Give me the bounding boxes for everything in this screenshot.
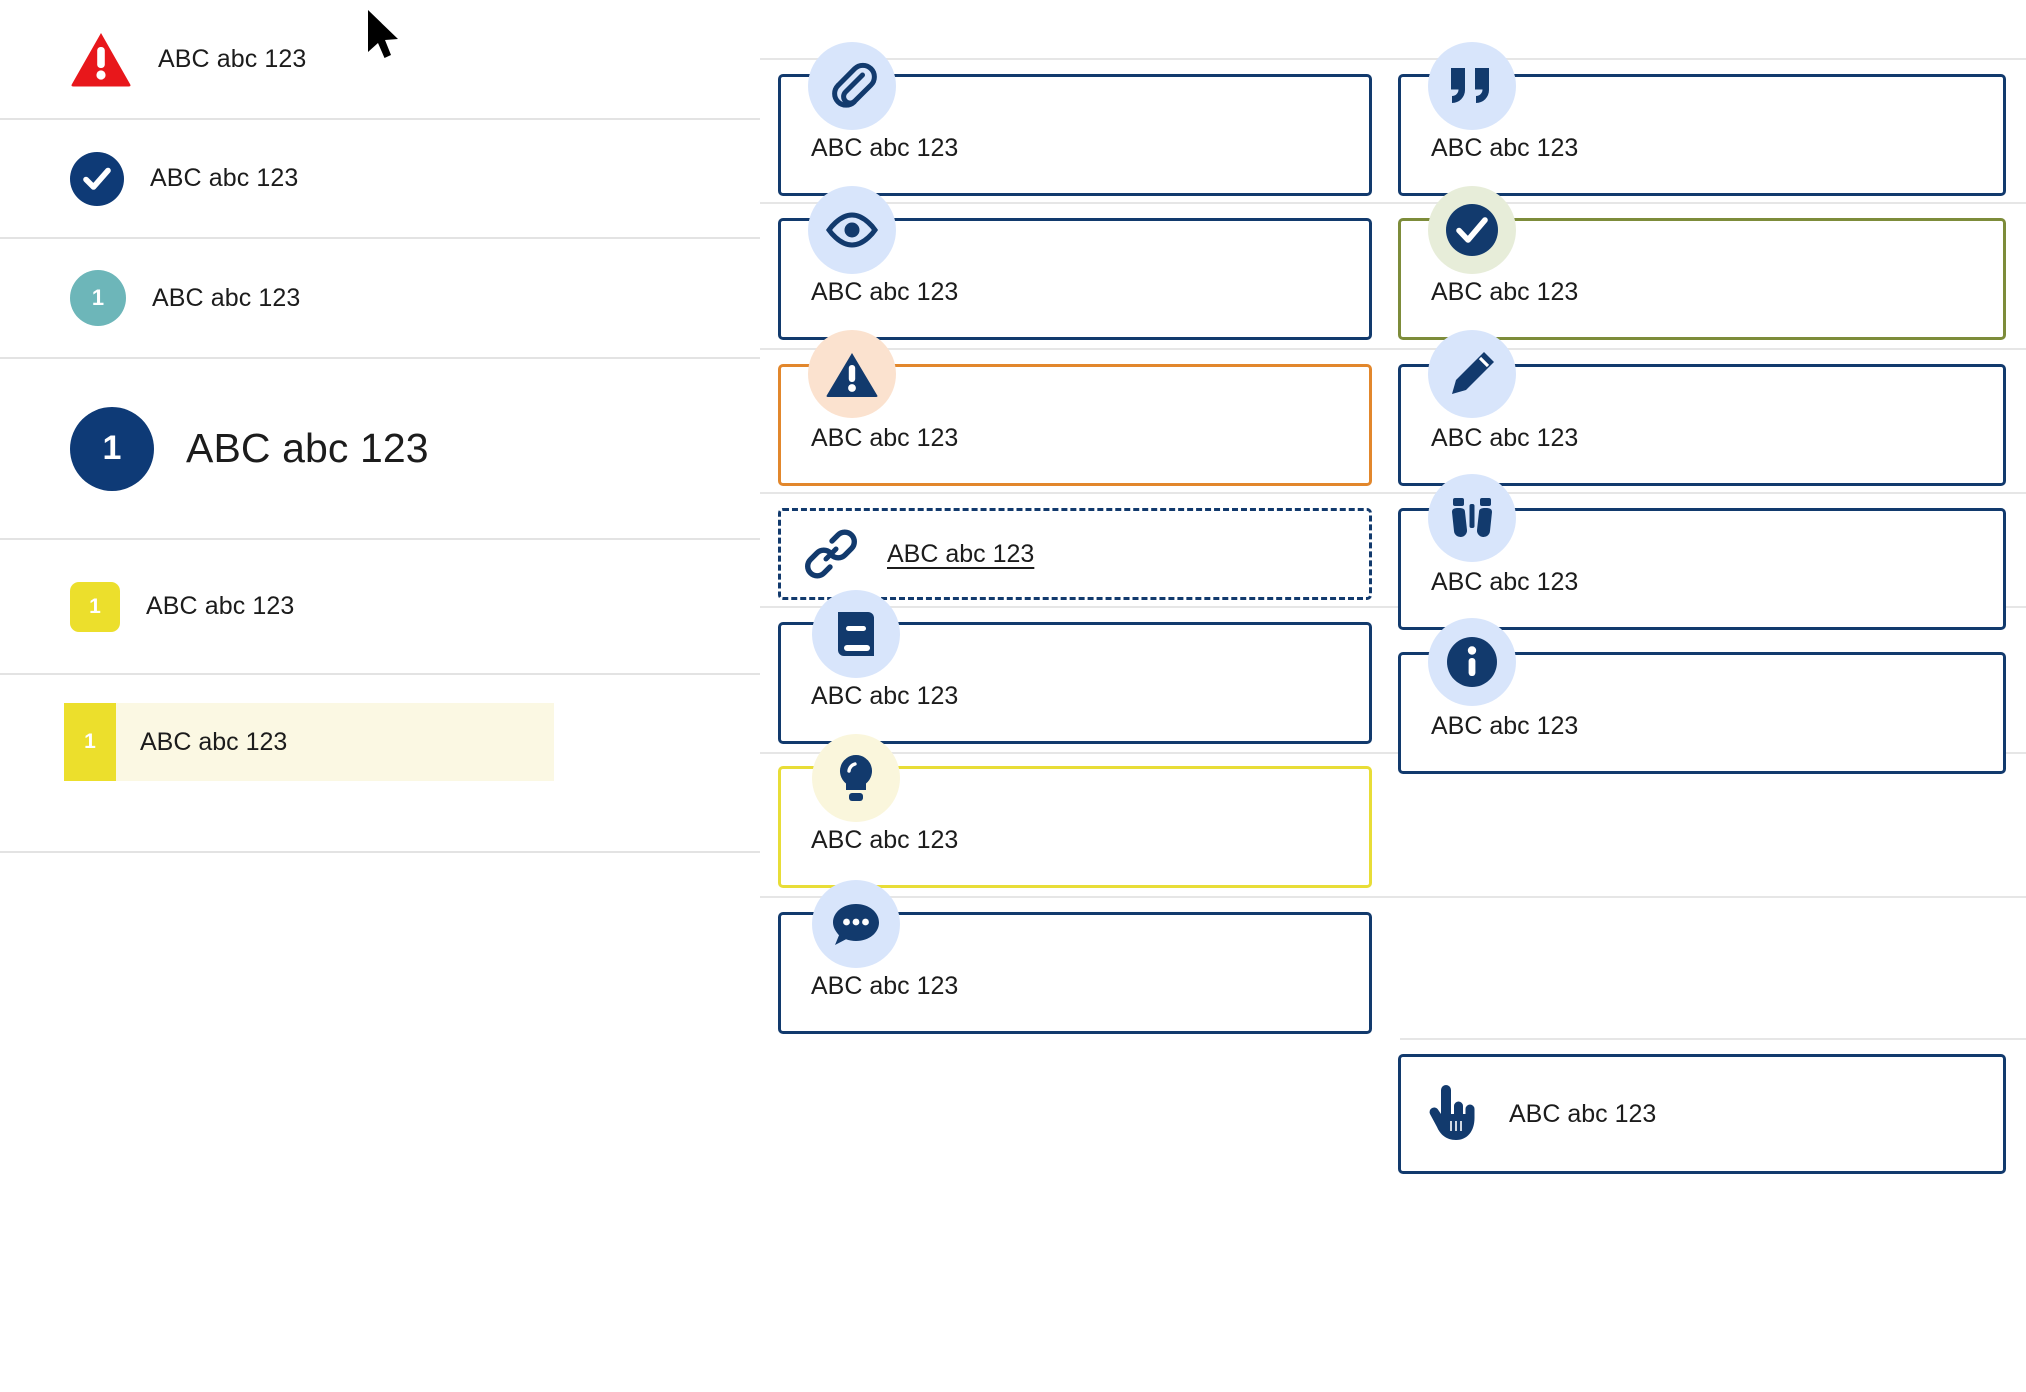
- card-label: ABC abc 123: [1509, 1099, 1657, 1128]
- list-item[interactable]: 1 ABC abc 123: [0, 540, 760, 675]
- info-icon: [1428, 618, 1516, 706]
- number-badge-teal: 1: [70, 270, 126, 326]
- number-badge-navy: 1: [70, 406, 154, 491]
- list-item[interactable]: 1 ABC abc 123: [0, 239, 760, 359]
- cards-area: ABC abc 123 ABC abc 123 ABC abc: [760, 0, 2026, 1392]
- list-item-label: ABC abc 123: [146, 592, 295, 620]
- check-icon: [1428, 186, 1516, 274]
- card-label: ABC abc 123: [811, 972, 959, 1000]
- quote-icon: [1428, 42, 1516, 130]
- card-label: ABC abc 123: [811, 134, 959, 162]
- number-badge-yellow: 1: [70, 581, 120, 632]
- check-circle-icon: [70, 151, 124, 206]
- list-item[interactable]: ABC abc 123: [0, 0, 760, 120]
- divider: [760, 752, 2026, 754]
- book-icon: [812, 590, 900, 678]
- list-item[interactable]: 1 ABC abc 123: [0, 359, 760, 540]
- paperclip-icon: [808, 42, 896, 130]
- link-icon: [805, 528, 857, 580]
- list-item-label: ABC abc 123: [140, 727, 288, 756]
- divider: [760, 606, 2026, 608]
- card-link[interactable]: ABC abc 123: [778, 508, 1372, 600]
- divider: [760, 202, 2026, 204]
- card-label: ABC abc 123: [1431, 568, 1579, 596]
- list-item-label: ABC abc 123: [150, 164, 299, 192]
- card-label: ABC abc 123: [1431, 424, 1579, 452]
- eye-icon: [808, 186, 896, 274]
- card-label: ABC abc 123: [811, 424, 959, 452]
- warning-icon: [808, 330, 896, 418]
- list-item-active[interactable]: 1 ABC abc 123: [0, 675, 760, 853]
- divider: [760, 492, 2026, 494]
- card-label: ABC abc 123: [1431, 712, 1579, 740]
- list-item-label: ABC abc 123: [158, 44, 307, 73]
- card-label: ABC abc 123: [811, 682, 959, 710]
- card-label: ABC abc 123: [1431, 278, 1579, 306]
- pencil-icon: [1428, 330, 1516, 418]
- list-item-label: ABC abc 123: [186, 425, 429, 471]
- warning-triangle-icon: [70, 31, 132, 87]
- card-pointing-hand[interactable]: ABC abc 123: [1398, 1054, 2006, 1174]
- number-badge-yellow-bar: 1: [64, 703, 116, 781]
- list-item[interactable]: ABC abc 123: [0, 120, 760, 239]
- divider: [760, 896, 2026, 898]
- pointing-hand-icon: [1425, 1084, 1479, 1144]
- card-link-label[interactable]: ABC abc 123: [887, 539, 1035, 568]
- list-item-label: ABC abc 123: [152, 283, 301, 312]
- card-label: ABC abc 123: [811, 826, 959, 854]
- left-list-column: ABC abc 123 ABC abc 123 1 ABC abc 123 1 …: [0, 0, 760, 1392]
- divider: [1400, 1038, 2026, 1040]
- card-check[interactable]: ABC abc 123: [1398, 218, 2006, 340]
- lightbulb-icon: [812, 734, 900, 822]
- card-binoculars[interactable]: ABC abc 123: [1398, 508, 2006, 630]
- comment-icon: [812, 880, 900, 968]
- card-label: ABC abc 123: [811, 278, 959, 306]
- card-label: ABC abc 123: [1431, 134, 1579, 162]
- divider: [760, 348, 2026, 350]
- binoculars-icon: [1428, 474, 1516, 562]
- active-row-highlight[interactable]: 1 ABC abc 123: [64, 703, 554, 781]
- divider: [760, 58, 2026, 60]
